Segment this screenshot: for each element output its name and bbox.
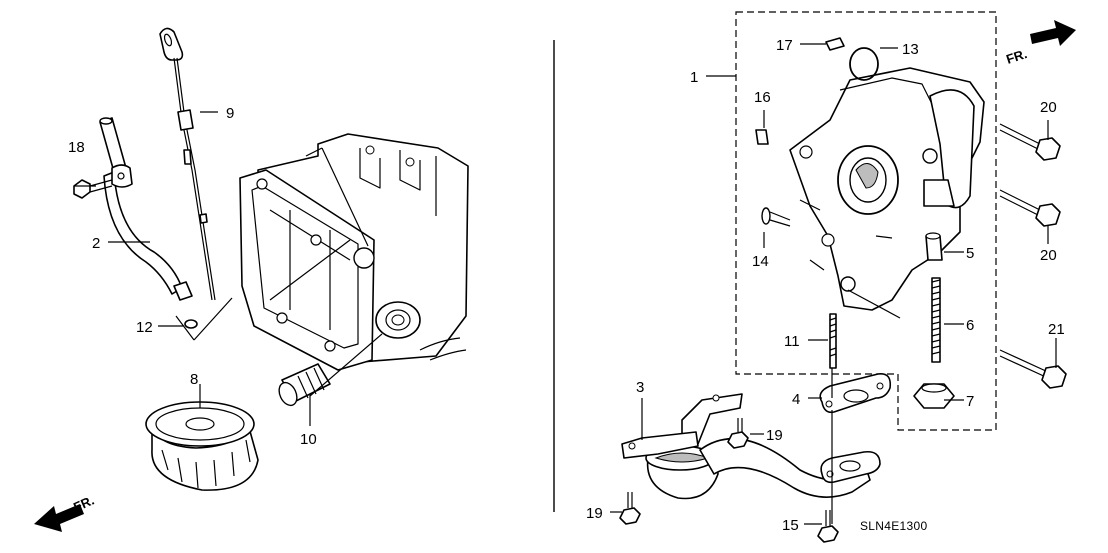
fr-label-left: FR. [71,493,96,515]
callout-7: 7 [966,393,974,410]
bolt-20-upper [999,123,1061,161]
stud-11 [829,313,837,369]
front-direction-arrow-right: FR. [1004,20,1076,67]
leader-lines-left [74,111,383,426]
nut-7 [913,383,955,409]
callout-21: 21 [1048,321,1065,338]
o-ring-13 [849,47,879,81]
callout-11: 11 [784,333,800,350]
callout-6: 6 [966,317,974,334]
o-ring-12 [184,319,198,329]
callout-15: 15 [782,517,799,534]
callout-17: 17 [776,37,793,54]
callout-5: 5 [966,245,974,262]
callout-8: 8 [190,371,198,388]
bolt-21 [999,349,1067,389]
callout-20-upper: 20 [1040,99,1057,116]
callout-14: 14 [752,253,769,270]
gasket-4 [819,372,892,414]
oil-pump [789,67,985,311]
bolt-19-lower [619,492,641,525]
leader-lines-right [610,43,1057,525]
callout-4: 4 [792,391,800,408]
bolt-20-lower [999,189,1061,227]
callout-2: 2 [92,235,100,252]
callout-1: 1 [690,69,698,86]
oil-pump-assembly-box [735,11,997,431]
dowel-pin-17 [825,37,845,51]
callout-18: 18 [68,139,85,156]
bolt-15 [817,510,839,543]
callout-20-lower: 20 [1040,247,1057,264]
callout-3: 3 [636,379,644,396]
front-direction-arrow-left: FR. [34,493,96,532]
oil-strainer [621,393,881,500]
fr-label-right: FR. [1004,46,1029,67]
engine-block [239,133,469,371]
connector-10 [278,363,331,407]
callout-10: 10 [300,431,317,448]
callout-9: 9 [226,105,234,122]
bolt-18 [73,179,113,199]
callout-19-lower: 19 [586,505,603,522]
bolt-19-upper [727,418,749,449]
dipstick [159,27,216,301]
callout-12: 12 [136,319,153,336]
dowel-pin-5 [925,235,943,261]
stud-bolt-6 [931,277,941,363]
callout-16: 16 [754,89,771,106]
dowel-pin-16 [755,129,769,145]
bolt-14 [761,207,791,227]
callout-19-upper: 19 [766,427,783,444]
callout-labels: 9 18 2 12 8 10 1 17 13 16 14 5 6 7 11 4 … [68,37,1065,534]
diagram-code: SLN4E1300 [860,519,927,533]
oil-filter [145,401,259,491]
callout-13: 13 [902,41,919,58]
dipstick-tube [99,117,193,301]
